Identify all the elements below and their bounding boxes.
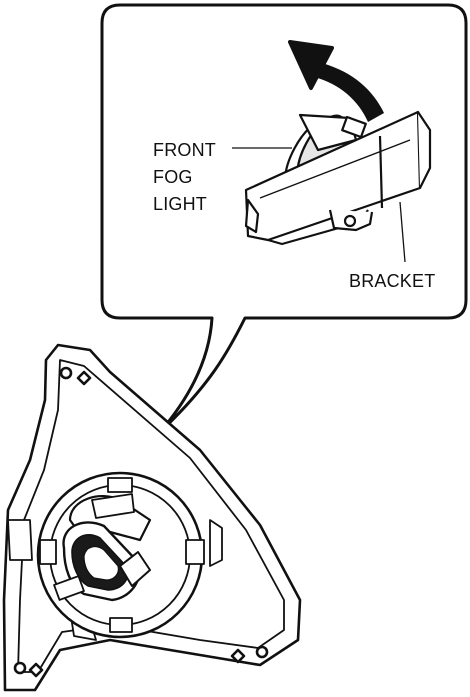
rotation-arrow-icon	[288, 40, 384, 122]
label-bracket: BRACKET	[349, 271, 435, 291]
label-front: FRONT	[153, 140, 216, 160]
fog-light-detail	[244, 110, 432, 246]
bracket-leader	[399, 201, 406, 263]
fog-light-assembly	[36, 471, 205, 639]
label-light: LIGHT	[153, 194, 207, 214]
label-fog: FOG	[153, 167, 193, 187]
